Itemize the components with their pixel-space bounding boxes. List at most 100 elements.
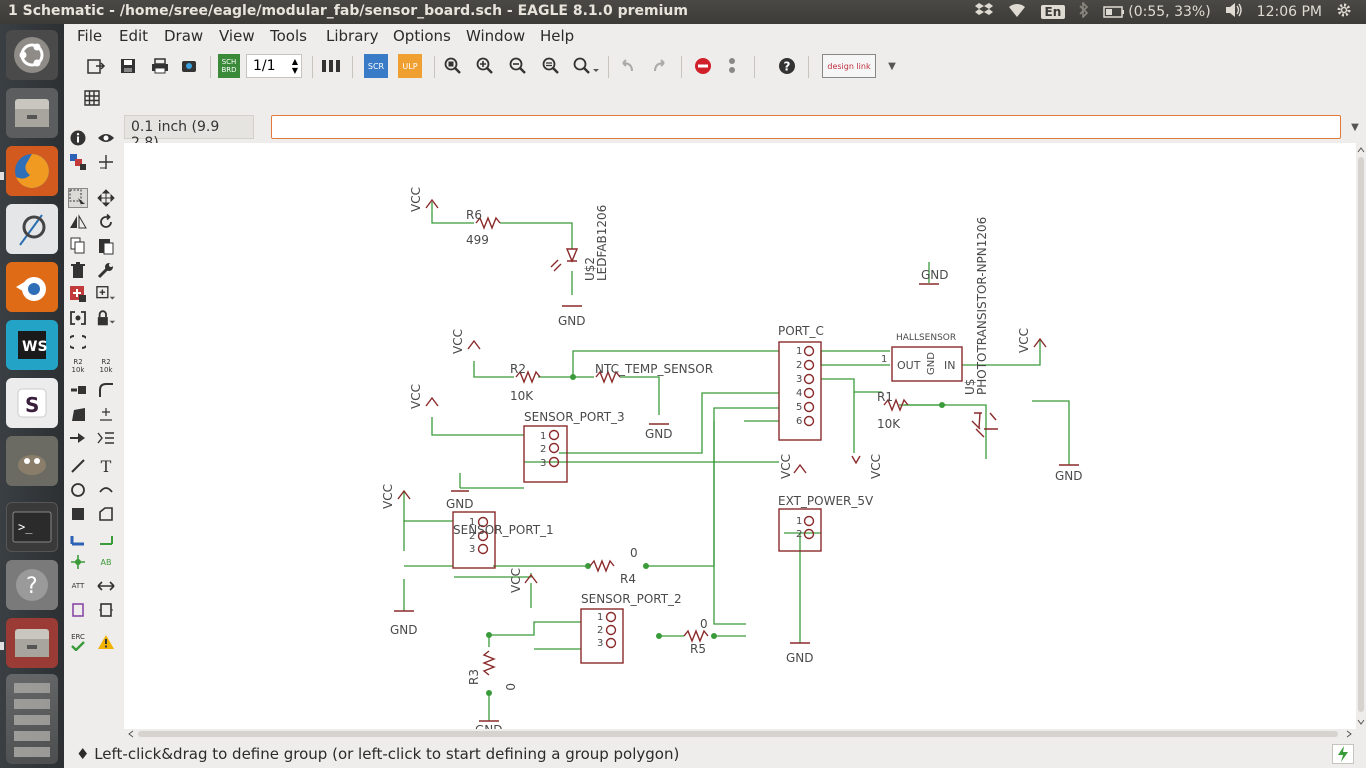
copy-tool[interactable] — [68, 236, 88, 256]
paste-tool[interactable] — [96, 236, 116, 256]
vertical-scrollbar[interactable] — [1356, 143, 1366, 729]
keyboard-language-indicator[interactable]: En — [1040, 5, 1066, 19]
menu-view[interactable]: View — [219, 27, 255, 45]
vertical-scroll-thumb[interactable] — [1358, 157, 1364, 712]
launcher-help-button[interactable]: ? — [6, 560, 58, 610]
open-button[interactable] — [84, 54, 108, 78]
add-part-tool[interactable] — [68, 284, 88, 304]
toolbar-overflow-icon[interactable]: ▼ — [888, 60, 896, 72]
menu-edit[interactable]: Edit — [119, 27, 149, 45]
gateswap-tool[interactable] — [68, 332, 88, 352]
launcher-files-button[interactable] — [6, 88, 58, 138]
menu-file[interactable]: File — [77, 27, 103, 45]
clock[interactable]: 12:06 PM — [1256, 4, 1322, 20]
miter-tool[interactable] — [96, 380, 116, 400]
menu-help[interactable]: Help — [540, 27, 575, 45]
save-button[interactable] — [116, 54, 140, 78]
volume-icon[interactable] — [1225, 2, 1243, 22]
group-tool[interactable] — [68, 188, 88, 208]
menu-draw[interactable]: Draw — [164, 27, 204, 45]
info-tool[interactable] — [68, 128, 88, 148]
launcher-firefox-button[interactable] — [6, 146, 58, 196]
label-tool[interactable]: AB — [100, 557, 112, 567]
net-tool[interactable] — [96, 528, 116, 548]
sheet-selector[interactable]: 1/1 ▲▼ — [246, 54, 302, 78]
change-tool[interactable] — [96, 260, 116, 280]
circle-tool[interactable] — [68, 480, 88, 500]
zoom-out-button[interactable] — [507, 54, 529, 78]
command-line-field[interactable] — [271, 115, 1341, 139]
replace-tool[interactable] — [96, 284, 116, 304]
battery-indicator[interactable]: (0:55, 33%) — [1103, 4, 1211, 20]
launcher-trash-stack[interactable] — [6, 674, 58, 764]
redo-button[interactable] — [649, 54, 671, 78]
command-input[interactable] — [272, 116, 1340, 138]
split-tool[interactable] — [68, 404, 88, 424]
name-tool[interactable]: R2 10k — [71, 358, 85, 374]
horizontal-scrollbar[interactable] — [124, 729, 1356, 739]
dimension-tool[interactable] — [96, 576, 116, 596]
dropbox-icon[interactable] — [974, 2, 993, 22]
bluetooth-icon[interactable] — [1079, 1, 1089, 22]
invoke-tool[interactable] — [68, 308, 88, 328]
attribute-tool[interactable] — [96, 428, 116, 448]
sch-brd-switch-button[interactable]: SCH BRD — [218, 54, 240, 78]
module-tool[interactable] — [96, 600, 116, 620]
menu-window[interactable]: Window — [466, 27, 526, 45]
launcher-dash-button[interactable] — [6, 30, 58, 80]
scroll-down-arrow-icon[interactable] — [1356, 717, 1366, 727]
optimize-tool[interactable] — [96, 404, 116, 424]
show-tool[interactable] — [96, 128, 116, 148]
ulp-button[interactable]: ULP — [398, 54, 422, 78]
bus-tool[interactable] — [68, 528, 88, 548]
display-layers-tool[interactable] — [68, 152, 88, 172]
launcher-blender-button[interactable] — [6, 262, 58, 312]
launcher-slack-button[interactable]: S — [6, 378, 58, 428]
arc-tool[interactable] — [96, 480, 116, 500]
zoom-fit-button[interactable] — [442, 54, 464, 78]
erc-tool[interactable]: ERC — [66, 632, 90, 652]
stop-button[interactable] — [692, 54, 714, 78]
horizontal-scroll-thumb[interactable] — [138, 731, 1338, 737]
move-tool[interactable] — [96, 188, 116, 208]
menu-tools[interactable]: Tools — [270, 27, 307, 45]
value-tool[interactable]: R2 10k — [99, 358, 113, 374]
launcher-qcad-button[interactable] — [6, 204, 58, 254]
text-tool[interactable]: T — [100, 456, 112, 476]
menu-options[interactable]: Options — [393, 27, 451, 45]
rectangle-tool[interactable] — [68, 504, 88, 524]
spin-arrows-icon[interactable]: ▲▼ — [291, 57, 298, 75]
zoom-in-button[interactable] — [474, 54, 496, 78]
schematic-canvas[interactable]: VCC R6 499 U$2 LEDFAB1206 GND VCC R2 10K… — [124, 143, 1356, 729]
scroll-left-arrow-icon[interactable] — [126, 729, 136, 739]
zoom-select-button[interactable] — [572, 54, 600, 78]
design-link-button[interactable]: design link — [822, 54, 876, 78]
grid-layers-button[interactable] — [320, 54, 342, 78]
line-tool[interactable] — [68, 456, 88, 476]
help-button[interactable]: ? — [776, 54, 798, 78]
mirror-tool[interactable] — [68, 212, 88, 232]
smash-tool[interactable] — [68, 380, 88, 400]
design-rule-status-button[interactable] — [1332, 744, 1354, 764]
settings-gear-icon[interactable] — [1336, 2, 1352, 22]
grid-button[interactable] — [82, 86, 104, 110]
scroll-up-arrow-icon[interactable] — [1356, 145, 1366, 155]
errors-tool[interactable] — [96, 632, 116, 652]
launcher-webstorm-button[interactable]: WS — [6, 320, 58, 370]
rotate-tool[interactable] — [96, 212, 116, 232]
delete-tool[interactable] — [68, 260, 88, 280]
script-button[interactable]: SCR — [364, 54, 388, 78]
mark-tool[interactable] — [96, 152, 116, 172]
wifi-icon[interactable] — [1007, 2, 1027, 22]
polygon-tool[interactable] — [96, 504, 116, 524]
attribute-text-tool[interactable]: ATT — [71, 582, 85, 590]
frame-tool[interactable] — [68, 600, 88, 620]
go-button[interactable] — [724, 54, 740, 78]
undo-button[interactable] — [616, 54, 638, 78]
menu-library[interactable]: Library — [326, 27, 379, 45]
scroll-right-arrow-icon[interactable] — [1344, 729, 1354, 739]
command-history-dropdown[interactable]: ▼ — [1351, 121, 1359, 133]
cam-processor-button[interactable] — [178, 54, 202, 78]
junction-tool[interactable] — [68, 552, 88, 572]
zoom-redraw-button[interactable] — [540, 54, 562, 78]
